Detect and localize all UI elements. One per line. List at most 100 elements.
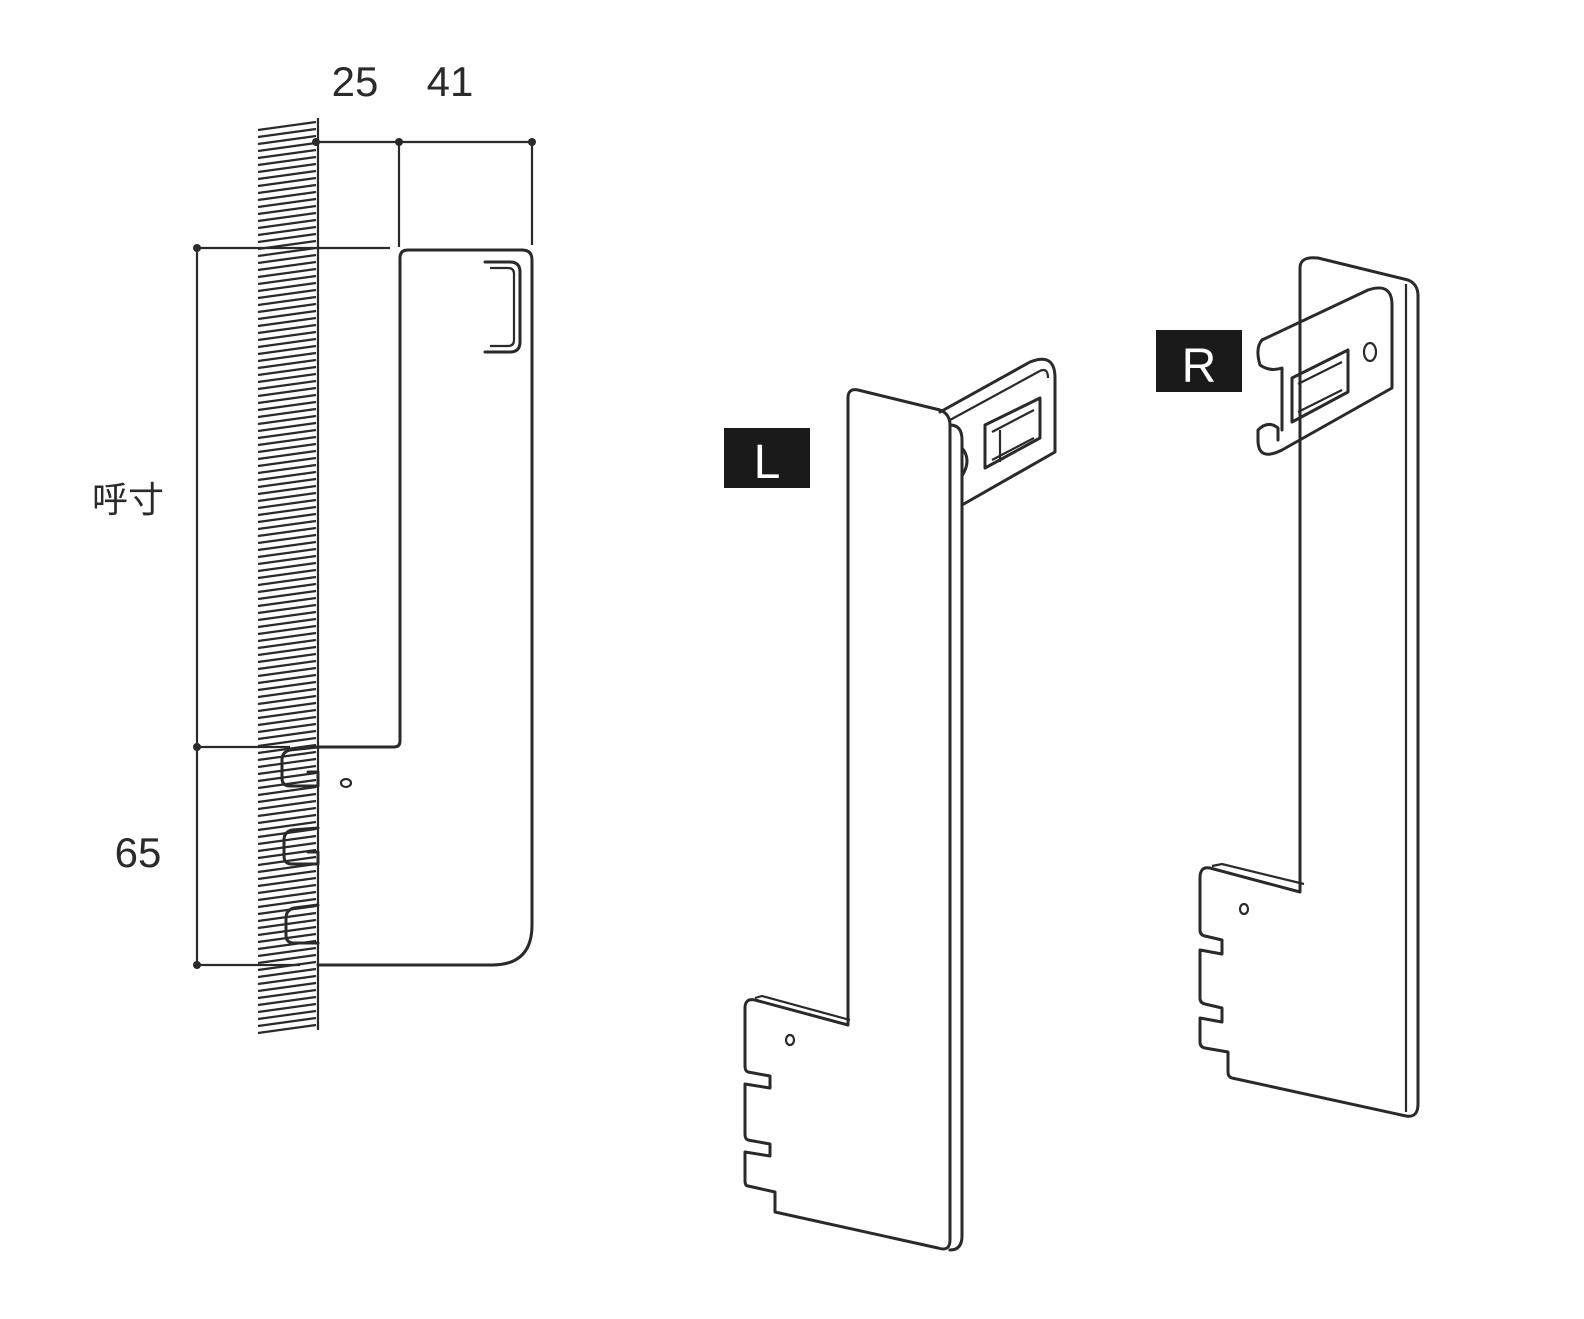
hatch-line	[257, 876, 317, 888]
hatch-line	[257, 519, 317, 531]
hatch-line	[257, 820, 317, 832]
hatch-line	[257, 596, 317, 608]
hatch-line	[257, 253, 317, 265]
dim-41: 41	[427, 58, 474, 105]
wall-hatch	[257, 120, 317, 1035]
hatch-line	[257, 981, 317, 993]
hatch-line	[257, 547, 317, 559]
badge-right	[1156, 330, 1242, 392]
hatch-line	[257, 337, 317, 349]
hatch-line	[257, 589, 317, 601]
hatch-line	[257, 743, 317, 755]
hatch-line	[257, 799, 317, 811]
hatch-line	[257, 582, 317, 594]
hatch-line	[257, 848, 317, 860]
hatch-line	[257, 666, 317, 678]
hatch-line	[257, 568, 317, 580]
hatch-line	[257, 225, 317, 237]
hatch-line	[257, 386, 317, 398]
hatch-line	[257, 1002, 317, 1014]
hatch-line	[257, 358, 317, 370]
hatch-line	[257, 757, 317, 769]
hatch-line	[257, 890, 317, 902]
dim-25: 25	[332, 58, 379, 105]
hatch-line	[257, 484, 317, 496]
hatch-line	[257, 575, 317, 587]
hatch-line	[257, 491, 317, 503]
hatch-line	[257, 624, 317, 636]
hatch-line	[257, 736, 317, 748]
hatch-line	[257, 540, 317, 552]
hatch-line	[257, 400, 317, 412]
hatch-line	[257, 162, 317, 174]
hatch-line	[257, 1023, 317, 1035]
hatch-line	[257, 708, 317, 720]
hatch-line	[257, 442, 317, 454]
hatch-line	[257, 218, 317, 230]
hatch-line	[257, 638, 317, 650]
hatch-line	[257, 190, 317, 202]
hatch-line	[257, 155, 317, 167]
hatch-line	[257, 211, 317, 223]
hatch-line	[257, 841, 317, 853]
hatch-line	[257, 561, 317, 573]
hatch-line	[257, 120, 317, 132]
hatch-line	[257, 806, 317, 818]
hatch-line	[257, 673, 317, 685]
top-dimension: 25 41	[312, 58, 536, 247]
side-dimension: 呼寸 65	[92, 244, 390, 969]
hatch-line	[257, 498, 317, 510]
hatch-line	[257, 946, 317, 958]
hatch-line	[257, 351, 317, 363]
hatch-line	[257, 365, 317, 377]
hatch-line	[257, 680, 317, 692]
hatch-line	[257, 603, 317, 615]
hatch-line	[257, 771, 317, 783]
hatch-line	[257, 631, 317, 643]
hatch-line	[257, 141, 317, 153]
hatch-line	[257, 645, 317, 657]
hatch-line	[257, 197, 317, 209]
hatch-line	[257, 701, 317, 713]
hatch-line	[257, 1016, 317, 1028]
hatch-line	[257, 274, 317, 286]
hatch-line	[257, 967, 317, 979]
badge-left	[724, 428, 810, 488]
hatch-line	[257, 785, 317, 797]
hatch-line	[257, 232, 317, 244]
hatch-line	[257, 456, 317, 468]
hatch-line	[257, 176, 317, 188]
hatch-line	[257, 421, 317, 433]
hatch-line	[257, 204, 317, 216]
left-bracket-illustration	[743, 357, 1057, 1252]
hatch-line	[257, 463, 317, 475]
hatch-line	[257, 652, 317, 664]
hatch-line	[257, 344, 317, 356]
hatch-line	[257, 750, 317, 762]
hatch-line	[257, 449, 317, 461]
hatch-line	[257, 295, 317, 307]
hatch-line	[257, 183, 317, 195]
hatch-line	[257, 722, 317, 734]
hatch-line	[257, 897, 317, 909]
hatch-line	[257, 610, 317, 622]
hatch-line	[257, 435, 317, 447]
hatch-line	[257, 764, 317, 776]
hatch-line	[257, 715, 317, 727]
hatch-line	[257, 288, 317, 300]
hatch-line	[257, 974, 317, 986]
hatch-line	[257, 428, 317, 440]
hatch-line	[257, 995, 317, 1007]
hatch-line	[257, 379, 317, 391]
hatch-line	[257, 813, 317, 825]
hatch-line	[257, 302, 317, 314]
hatch-line	[257, 729, 317, 741]
badge-right-label: R	[1182, 340, 1217, 393]
hatch-line	[257, 617, 317, 629]
hatch-line	[257, 659, 317, 671]
hatch-line	[257, 869, 317, 881]
hatch-line	[257, 169, 317, 181]
hatch-line	[257, 526, 317, 538]
right-bracket-illustration	[1198, 256, 1420, 1118]
